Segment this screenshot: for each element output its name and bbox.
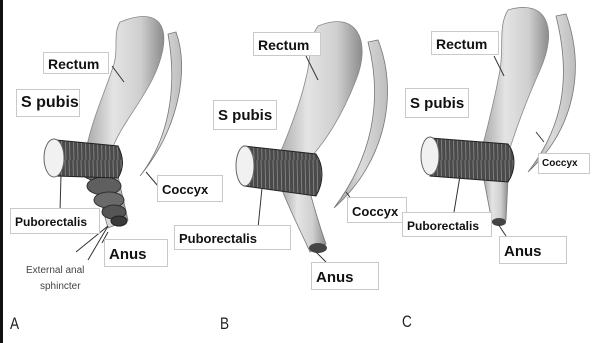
label-external-anal-sphincter-line1-a: External anal [26, 265, 84, 278]
panel-letter-b: B [220, 314, 229, 334]
rectum-shape-a [86, 16, 164, 150]
label-anus-c: Anus [499, 236, 567, 264]
label-external-anal-sphincter-line2-a: sphincter [40, 281, 81, 294]
label-puborectalis-b: Puborectalis [174, 225, 291, 250]
puborectalis-sling-c [430, 138, 514, 182]
label-rectum-a: Rectum [43, 52, 109, 74]
label-s-pubis-c: S pubis [405, 88, 469, 118]
panel-letter-c: C [402, 312, 412, 332]
label-s-pubis-a: S pubis [16, 89, 80, 117]
rectum-shape-c [482, 7, 549, 148]
anus-opening-b [309, 243, 327, 253]
label-rectum-b: Rectum [253, 32, 321, 56]
label-anus-b: Anus [311, 262, 379, 290]
pubis-bone-a [44, 139, 64, 177]
label-rectum-c: Rectum [431, 31, 499, 55]
label-coccyx-a: Coccyx [157, 175, 223, 202]
puborectalis-sling-a [56, 140, 123, 178]
label-puborectalis-a: Puborectalis [10, 208, 100, 234]
label-anus-a: Anus [104, 239, 168, 267]
pubis-bone-c [421, 137, 439, 175]
label-coccyx-c: Coccyx [538, 153, 590, 174]
pubis-bone-b [236, 146, 254, 186]
puborectalis-sling-b [244, 146, 322, 196]
label-s-pubis-b: S pubis [213, 100, 277, 130]
panel-letter-a: A [10, 314, 19, 334]
label-puborectalis-c: Puborectalis [402, 212, 492, 237]
label-coccyx-b: Coccyx [347, 197, 407, 223]
